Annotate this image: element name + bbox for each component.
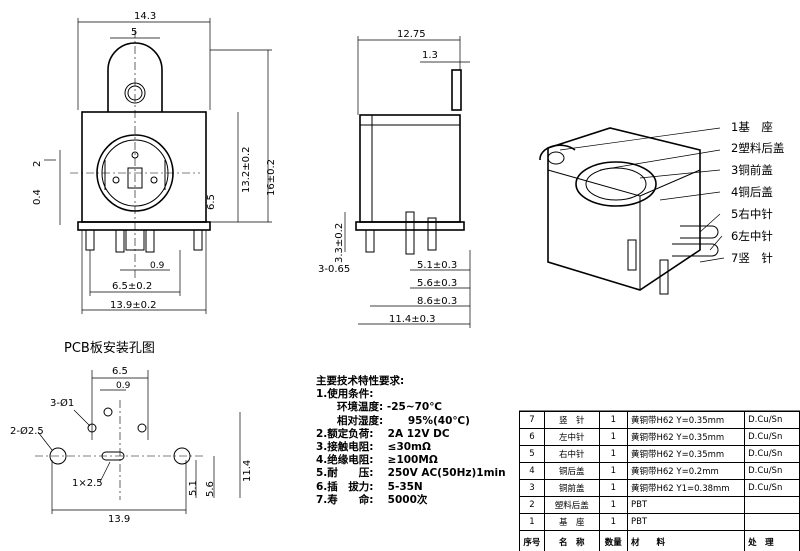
dim-depth: 12.75 (397, 29, 426, 40)
dim-h-total: 16±0.2 (266, 159, 277, 196)
spec-title: 主要技术特性要求: (316, 375, 405, 387)
pcb-dim-65: 6.5 (112, 366, 128, 377)
dim-pin-h: 3.3±0.2 (334, 223, 345, 263)
spec-line: 2.额定负荷: 2A 12V DC (316, 427, 450, 440)
table-header-row: 序号名 称数量材 料处 理 (519, 530, 800, 551)
pcb-hole1: 3-Ø1 (50, 397, 74, 409)
pcb-dim-51: 5.1 (188, 480, 199, 496)
isometric-view (539, 127, 725, 295)
pcb-dim-56: 5.6 (205, 481, 216, 497)
dim-2: 2 (32, 161, 43, 167)
spec-line: 7.寿 命: 5000次 (316, 493, 428, 506)
pcb-dim-09: 0.9 (116, 381, 131, 391)
part-label-1: 1基 座 (731, 120, 773, 134)
spec-line: 6.插 拔力: 5-35N (316, 480, 423, 493)
pcb-layout: 6.5 0.9 3-Ø1 2-Ø2.5 1×2.5 13.9 11.4 5.6 … (10, 366, 253, 525)
part-label-5: 5右中针 (731, 207, 773, 221)
dim-w-base: 13.9±0.2 (110, 300, 157, 311)
dim-h-center: 6.5 (206, 194, 217, 210)
dim-09: 0.9 (150, 261, 165, 271)
part-label-7: 7竖 针 (731, 251, 773, 265)
spec-line: 1.使用条件: (316, 388, 374, 401)
part-label-6: 6左中针 (731, 229, 773, 243)
dim-pin-w: 3-0.65 (318, 264, 350, 275)
spec-line: 4.绝缘电阻: ≥100MΩ (316, 454, 438, 467)
dim-h-body: 13.2±0.2 (241, 146, 252, 193)
dim-w-total: 14.3 (134, 11, 156, 22)
part-label-2: 2塑料后盖 (731, 141, 785, 155)
spec-line: 3.接触电阻: ≤30mΩ (316, 441, 431, 454)
pcb-dim-w: 13.9 (108, 514, 130, 525)
spec-block: 主要技术特性要求: 1.使用条件: 环境温度: -25~70℃ 相对湿度: 95… (316, 375, 516, 507)
dim-04: 0.4 (32, 189, 43, 205)
dim-w-top: 5 (131, 27, 137, 38)
dim-pin-spacing: 6.5±0.2 (112, 281, 152, 292)
dim-p2: 5.6±0.3 (417, 278, 457, 289)
spec-line: 相对湿度: 95%(40℃) (316, 414, 470, 427)
spec-line: 5.耐 压: 250V AC(50Hz)1min (316, 467, 506, 480)
part-label-4: 4铜后盖 (731, 185, 773, 199)
spec-line: 环境温度: -25~70℃ (316, 401, 442, 414)
part-label-3: 3铜前盖 (731, 163, 773, 177)
dim-tab: 1.3 (422, 50, 438, 61)
side-view: 12.75 1.3 3.3±0.2 3-0.65 5.1±0.3 5.6±0.3… (318, 29, 471, 328)
front-view: 14.3 5 2 0.4 6.5 13.2±0.2 (32, 11, 277, 314)
pcb-dim-114: 11.4 (242, 460, 253, 482)
pcb-title: PCB板安装孔图 (64, 341, 155, 356)
pcb-hole2: 2-Ø2.5 (10, 425, 44, 437)
dim-p1: 5.1±0.3 (417, 260, 457, 271)
dim-p4: 11.4±0.3 (389, 314, 436, 325)
pcb-slot: 1×2.5 (72, 478, 103, 489)
dim-p3: 8.6±0.3 (417, 296, 457, 307)
